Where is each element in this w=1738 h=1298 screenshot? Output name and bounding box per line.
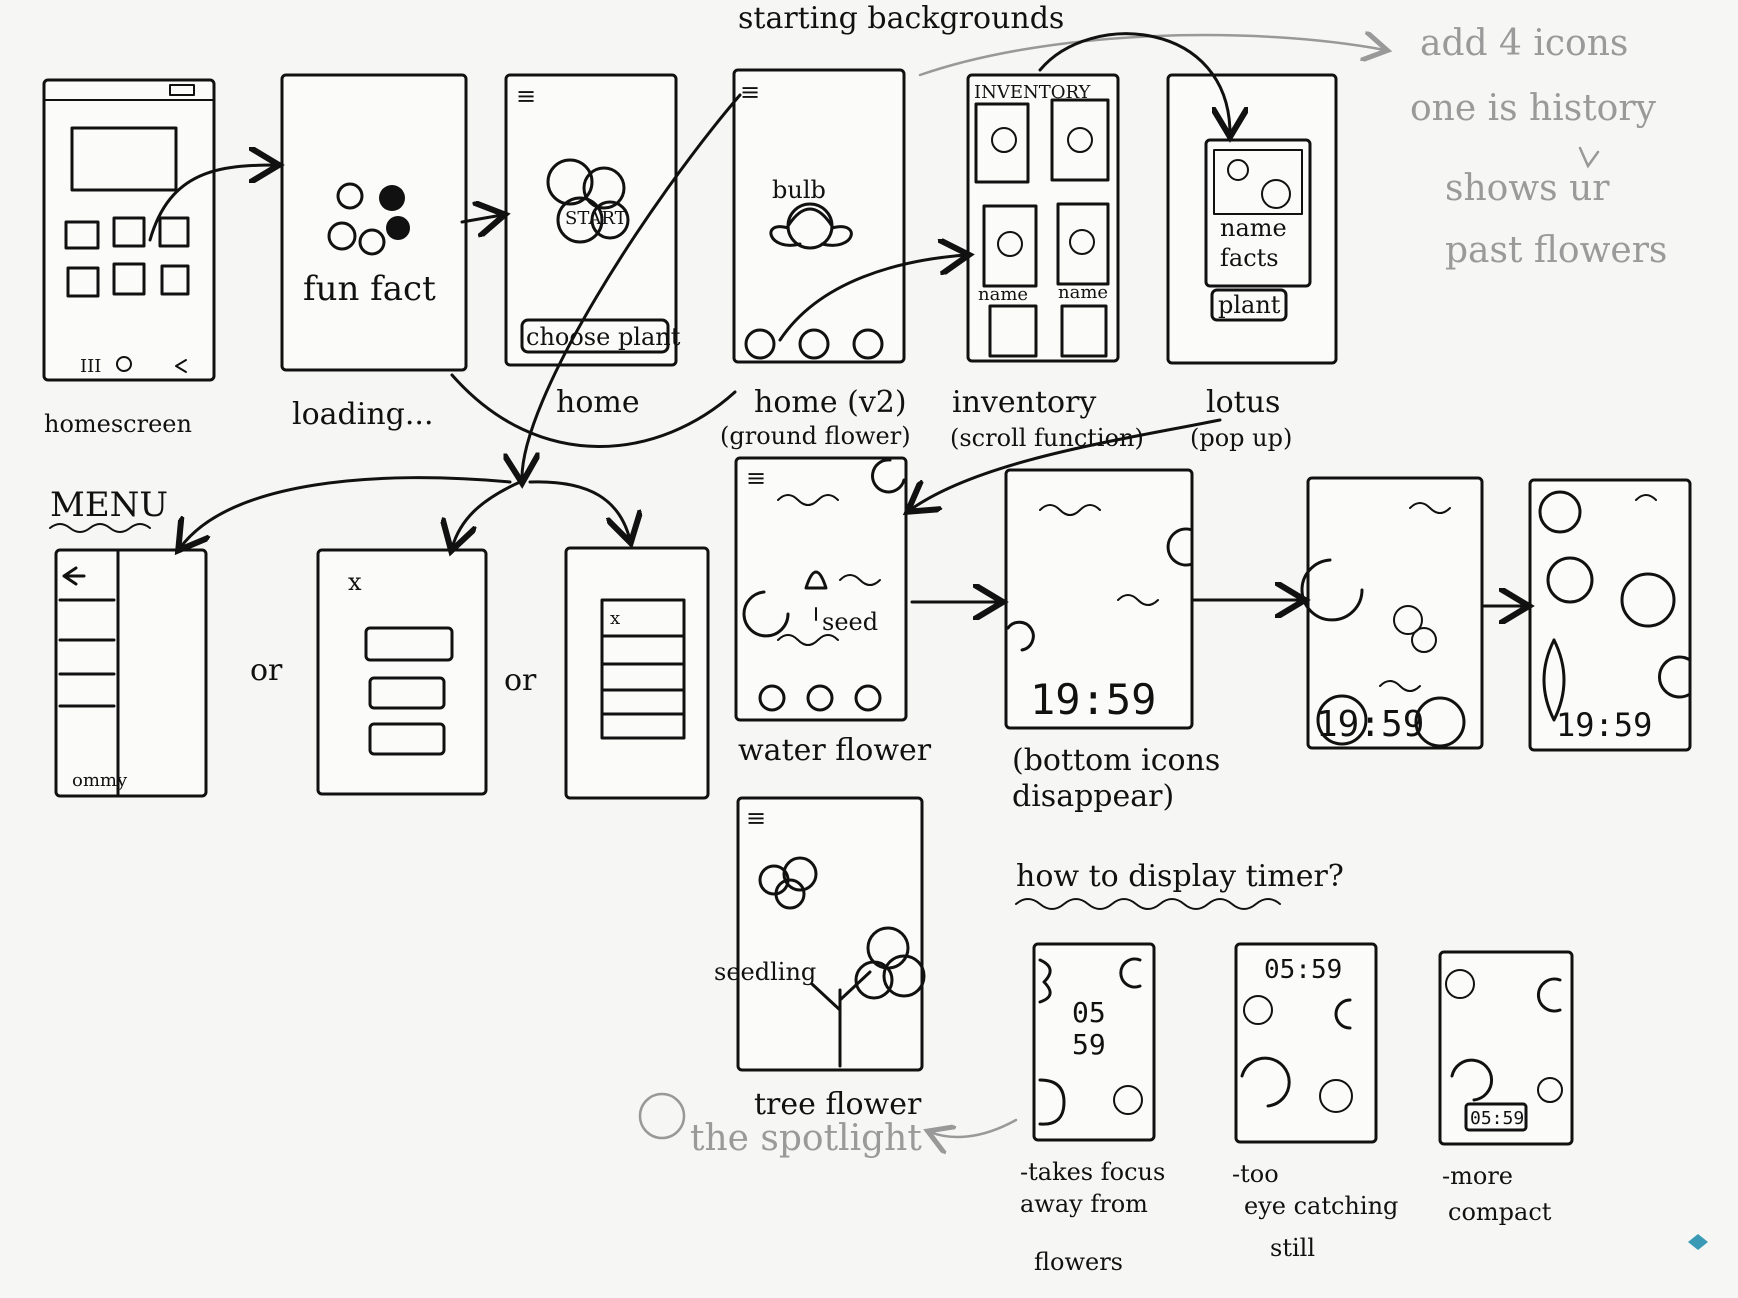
screen-water-flower: ≡ seed water flower xyxy=(734,456,932,768)
screen-lotus: name facts plant lotus (pop up) xyxy=(1166,73,1338,452)
label-inventory-line1: inventory xyxy=(952,385,1096,420)
inventory-item-name-1[interactable]: name xyxy=(978,284,1028,305)
tree-note: the spotlight xyxy=(690,1118,922,1159)
choose-plant-button[interactable] xyxy=(520,318,670,354)
timer-option-2: 05:59 -too eye catching still xyxy=(1232,942,1398,1262)
label-tree-flower: tree flower xyxy=(754,1087,922,1122)
bulb-text: bulb xyxy=(772,176,826,204)
corner-marker xyxy=(1688,1234,1708,1250)
label-homescreen: homescreen xyxy=(44,410,192,438)
screen-home-v2: ≡ bulb home (v2) (ground flower) xyxy=(720,68,911,450)
note-line-3: shows ur xyxy=(1445,168,1610,209)
label-water-flower: water flower xyxy=(738,733,932,768)
timer-option-1: 05 59 -takes focus away from flowers xyxy=(1020,942,1165,1276)
svg-text:≡: ≡ xyxy=(740,78,760,106)
close-x-2[interactable]: x xyxy=(610,608,620,629)
label-home-v2-line2: (ground flower) xyxy=(720,422,911,450)
opt3-line2: compact xyxy=(1448,1198,1552,1226)
label-lotus-line2: (pop up) xyxy=(1190,424,1292,452)
or-text-1: or xyxy=(250,653,283,688)
start-button[interactable]: START xyxy=(565,208,627,229)
note-line-1: add 4 icons xyxy=(1420,23,1628,64)
timer-question: how to display timer? xyxy=(1015,859,1344,910)
timer-display: 19:59 xyxy=(1030,675,1156,724)
screen-timer: 19:59 (bottom icons disappear) xyxy=(1004,468,1220,814)
label-home-v2-line1: home (v2) xyxy=(754,385,907,420)
inventory-header: INVENTORY xyxy=(974,82,1092,103)
menu-arrows xyxy=(180,476,630,548)
screen-menu-drawer: MENU ommy or xyxy=(49,485,283,798)
opt3-line1: -more xyxy=(1442,1162,1513,1190)
screen-homescreen: III homescreen xyxy=(42,78,216,438)
fun-fact-text: fun fact xyxy=(303,269,436,309)
label-home: home xyxy=(556,385,640,420)
lotus-facts: facts xyxy=(1220,244,1279,272)
timer-display-3: 19:59 xyxy=(1556,706,1652,744)
screen-inventory: INVENTORY name name inventory (scroll fu… xyxy=(950,73,1144,452)
plant-button[interactable] xyxy=(1210,288,1288,322)
opt1-line3: flowers xyxy=(1034,1248,1123,1276)
label-menu: MENU xyxy=(50,485,168,525)
seed-label: seed xyxy=(822,608,878,636)
opt3-timer: 05:59 xyxy=(1470,1108,1524,1129)
note-line-2: one is history xyxy=(1410,88,1657,129)
screen-loading: fun fact loading... xyxy=(280,73,468,432)
timer-question-text: how to display timer? xyxy=(1016,859,1344,894)
note-line-4: past flowers xyxy=(1445,230,1667,271)
screen-growth-3: 19:59 xyxy=(1528,478,1692,752)
svg-text:III: III xyxy=(80,356,101,377)
menu-footer: ommy xyxy=(72,770,128,791)
opt2-timer: 05:59 xyxy=(1264,955,1342,985)
timer-display-2: 19:59 xyxy=(1316,704,1424,745)
or-text-2: or xyxy=(504,663,537,698)
label-inventory-line2: (scroll function) xyxy=(950,424,1144,452)
note-check-arrow xyxy=(1578,146,1600,169)
plant-button-label: plant xyxy=(1218,291,1281,319)
svg-text:≡: ≡ xyxy=(516,82,536,110)
title-starting-backgrounds: starting backgrounds xyxy=(738,1,1064,36)
opt1-line1: -takes focus xyxy=(1020,1158,1165,1186)
label-loading: loading... xyxy=(292,397,433,432)
row2-arrows xyxy=(910,418,1526,606)
note-arrow xyxy=(918,35,1385,77)
timer-option-3: 05:59 -more compact xyxy=(1438,950,1574,1226)
inventory-item-name-2[interactable]: name xyxy=(1058,282,1108,303)
row1-arrows xyxy=(148,32,1230,480)
opt1-timer-top: 05 xyxy=(1072,996,1106,1029)
opt1-timer-bottom: 59 xyxy=(1072,1028,1106,1061)
label-lotus-line1: lotus xyxy=(1206,385,1280,420)
opt1-line2: away from xyxy=(1020,1190,1148,1218)
svg-text:≡: ≡ xyxy=(746,804,766,832)
choose-plant-label: choose plant xyxy=(526,323,681,351)
label-timer-line1: (bottom icons xyxy=(1012,743,1220,778)
svg-text:≡: ≡ xyxy=(746,464,766,492)
seedling-label: seedling xyxy=(714,958,816,986)
screen-growth-2: 19:59 xyxy=(1300,476,1484,750)
opt2-line2: eye catching xyxy=(1244,1192,1398,1220)
close-x-1[interactable]: x xyxy=(348,568,362,596)
title-text: starting backgrounds xyxy=(738,1,1064,36)
screen-menu-modal: x or xyxy=(316,548,537,796)
opt2-line1: -too xyxy=(1232,1160,1279,1188)
screen-home: ≡ START choose plant home xyxy=(504,73,681,420)
opt2-line3: still xyxy=(1270,1234,1315,1262)
screen-tree-flower: ≡ seedling tree flower the spotlight xyxy=(638,796,1018,1159)
screen-menu-list: x xyxy=(564,546,710,800)
lotus-name: name xyxy=(1220,214,1287,242)
label-timer-line2: disappear) xyxy=(1012,779,1174,814)
